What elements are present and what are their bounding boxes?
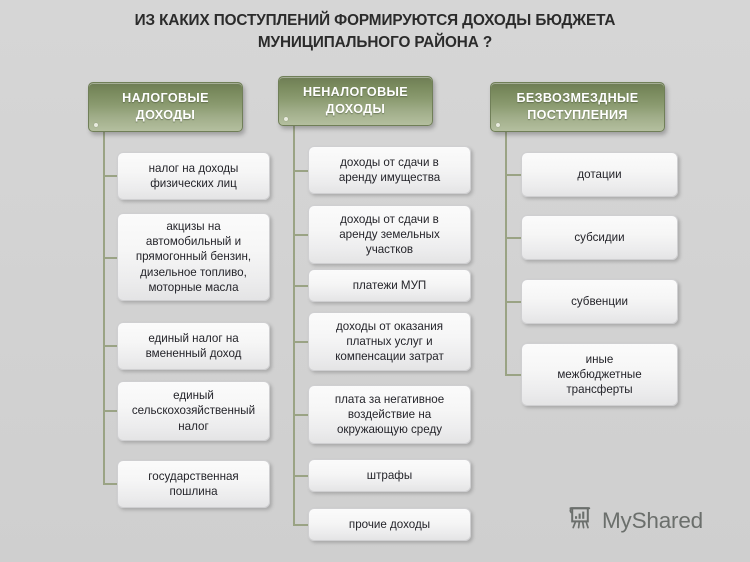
connector-branch (293, 414, 309, 416)
connector-trunk-non-tax-revenues (293, 126, 295, 525)
list-item[interactable]: налог на доходы физических лиц (117, 152, 270, 200)
list-item-line: дотации (577, 167, 622, 181)
list-item-line: аренду имущества (338, 171, 441, 184)
list-item-line: межбюджетные (557, 367, 642, 381)
list-item[interactable]: единый сельскохозяйственный налог (117, 381, 270, 441)
list-item-line: субсидии (574, 230, 625, 244)
group-header-line-1: НАЛОГОВЫЕ (122, 91, 209, 106)
connector-branch (103, 345, 119, 347)
connector-branch (103, 483, 119, 485)
list-item-line: трансферты (566, 383, 633, 397)
list-item-line: аренду земельных (339, 227, 440, 241)
group-header-line-2: ПОСТУПЛЕНИЯ (527, 108, 628, 122)
list-item-line: единый налог на (148, 331, 239, 345)
list-item-line: компенсации затрат (335, 350, 444, 364)
connector-branch (293, 524, 309, 526)
connector-branch (505, 301, 523, 303)
list-item-line: иные (585, 352, 614, 366)
list-item[interactable]: государственная пошлина (117, 460, 270, 508)
list-item-line: государственная (148, 469, 239, 483)
list-item-line: дизельное топливо, (140, 265, 247, 279)
connector-branch (293, 475, 309, 477)
group-header-line-2: ДОХОДЫ (135, 108, 196, 122)
list-item-line: моторные масла (148, 280, 239, 294)
list-item[interactable]: штрафы (308, 459, 471, 492)
list-item[interactable]: субвенции (521, 279, 678, 324)
list-item-line: сельскохозяйственный (131, 404, 256, 418)
connector-branch (103, 175, 119, 177)
list-item-line: налог на доходы (148, 161, 239, 175)
list-item-line: единый (173, 389, 214, 403)
list-item-line: прочие доходы (348, 517, 431, 531)
list-item[interactable]: плата за негативное воздействие на окруж… (308, 385, 471, 444)
group-header-gratuitous-receipts[interactable]: БЕЗВОЗМЕЗДНЫЕ ПОСТУПЛЕНИЯ (490, 82, 665, 132)
myshared-label: MyShared (602, 507, 703, 533)
list-item-line: штрафы (366, 468, 413, 482)
myshared-watermark[interactable]: MyShared (565, 503, 703, 538)
list-item-line: платных услуг и (346, 334, 433, 348)
list-item-line: вмененный доход (145, 347, 242, 360)
group-header-line-1: НЕНАЛОГОВЫЕ (303, 85, 408, 100)
list-item-line: акцизы на (166, 220, 221, 234)
connector-branch (293, 234, 309, 236)
group-header-line-2: ДОХОДЫ (325, 102, 386, 116)
list-item-line: доходы от оказания (335, 319, 443, 333)
list-item-line: физических лиц (150, 177, 237, 190)
page-title: ИЗ КАКИХ ПОСТУПЛЕНИЙ ФОРМИРУЮТСЯ ДОХОДЫ … (60, 10, 690, 53)
connector-trunk-gratuitous-receipts (505, 132, 507, 375)
list-item-line: доходы от сдачи в (340, 212, 439, 226)
connector-branch (103, 257, 119, 259)
connector-branch (293, 285, 309, 287)
list-item[interactable]: акцизы на автомобильный и прямогонный бе… (117, 213, 270, 301)
list-item[interactable]: субсидии (521, 215, 678, 260)
connector-branch (293, 170, 309, 172)
list-item[interactable]: доходы от сдачи в аренду имущества (308, 146, 471, 194)
page-title-line-2: МУНИЦИПАЛЬНОГО РАЙОНА ? (257, 33, 493, 51)
list-item-line: пошлина (169, 485, 218, 498)
connector-branch (505, 237, 523, 239)
list-item[interactable]: доходы от оказания платных услуг и компе… (308, 312, 471, 371)
connector-branch (293, 341, 309, 343)
list-item-line: плата за негативное (334, 392, 445, 406)
list-item[interactable]: единый налог на вмененный доход (117, 322, 270, 370)
list-item-line: налог (178, 419, 209, 433)
group-header-tax-revenues[interactable]: НАЛОГОВЫЕ ДОХОДЫ (88, 82, 243, 132)
connector-branch (103, 410, 119, 412)
group-header-line-1: БЕЗВОЗМЕЗДНЫЕ (516, 91, 639, 106)
list-item-line: окружающую среду (336, 423, 443, 437)
connector-branch (505, 374, 523, 376)
list-item-line: воздействие на (347, 407, 432, 421)
list-item[interactable]: дотации (521, 152, 678, 197)
list-item-line: участков (365, 243, 414, 257)
list-item-line: субвенции (571, 294, 628, 308)
list-item-line: прямогонный бензин, (135, 250, 252, 264)
connector-branch (505, 174, 523, 176)
list-item[interactable]: иные межбюджетные трансферты (521, 343, 678, 406)
list-item-line: платежи МУП (352, 278, 427, 292)
presentation-chart-icon (565, 503, 595, 538)
list-item[interactable]: доходы от сдачи в аренду земельных участ… (308, 205, 471, 264)
list-item-line: доходы от сдачи в (340, 155, 439, 169)
list-item[interactable]: платежи МУП (308, 269, 471, 302)
list-item-line: автомобильный и (145, 235, 242, 249)
connector-trunk-tax-revenues (103, 132, 105, 484)
list-item[interactable]: прочие доходы (308, 508, 471, 541)
page-title-line-1: ИЗ КАКИХ ПОСТУПЛЕНИЙ ФОРМИРУЮТСЯ ДОХОДЫ … (134, 12, 616, 29)
group-header-non-tax-revenues[interactable]: НЕНАЛОГОВЫЕ ДОХОДЫ (278, 76, 433, 126)
